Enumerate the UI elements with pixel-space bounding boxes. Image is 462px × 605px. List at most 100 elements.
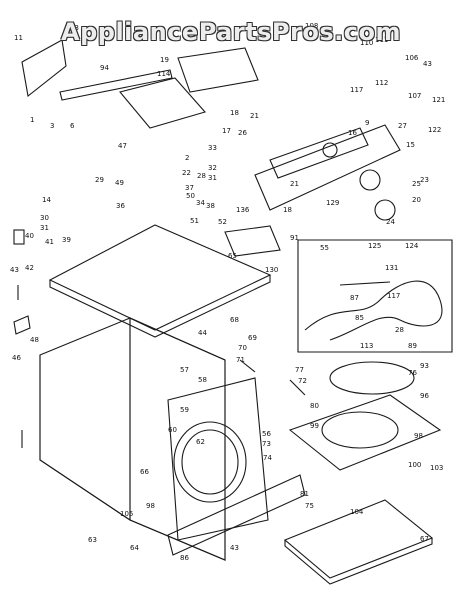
part-number-label: 24 xyxy=(386,218,395,226)
part-number-label: 36 xyxy=(116,202,125,210)
part-number-label: 122 xyxy=(428,126,441,134)
cabinet-front xyxy=(129,317,226,561)
part-number-label: 39 xyxy=(62,236,71,244)
part-number-label: 106 xyxy=(405,54,419,62)
front-panel xyxy=(167,377,269,541)
part-number-label: 17 xyxy=(222,127,231,135)
part-number-label: 32 xyxy=(208,164,217,172)
part-number-label: 87 xyxy=(350,294,359,302)
part-number-label: 77 xyxy=(295,366,304,374)
part-number-label: 130 xyxy=(265,266,278,274)
door-seal xyxy=(181,429,239,495)
part-number-label: 125 xyxy=(368,242,381,250)
leader-line xyxy=(289,379,306,396)
part-number-label: 28 xyxy=(197,172,206,180)
part-number-label: 25 xyxy=(412,180,421,188)
part-number-label: 43 xyxy=(230,544,239,552)
part-number-label: 111 xyxy=(375,36,388,44)
lid-gasket xyxy=(329,361,415,395)
part-number-label: 21 xyxy=(250,112,259,120)
part-number-label: 73 xyxy=(262,440,271,448)
part-number-label: 30 xyxy=(40,214,49,222)
console-endcap xyxy=(21,39,67,98)
part-number-label: 75 xyxy=(305,502,314,510)
part-number-label: 105 xyxy=(120,510,133,518)
harness-callout-box xyxy=(297,239,453,353)
console-face xyxy=(269,127,369,179)
part-number-label: 117 xyxy=(387,292,400,300)
part-number-label: 72 xyxy=(298,377,307,385)
part-number-label: 18 xyxy=(230,109,239,117)
part-number-label: 131 xyxy=(385,264,398,272)
part-number-label: 71 xyxy=(236,356,245,364)
part-number-label: 136 xyxy=(236,206,250,214)
part-number-label: 27 xyxy=(398,122,407,130)
top-cover xyxy=(288,394,442,471)
part-number-label: 113 xyxy=(360,342,373,350)
part-number-label: 23 xyxy=(420,176,429,184)
part-number-label: 43 xyxy=(70,24,79,32)
part-number-label: 34 xyxy=(196,199,205,207)
leader-line xyxy=(339,281,391,286)
timer-bracket xyxy=(119,77,206,129)
part-number-label: 93 xyxy=(420,362,429,370)
part-number-label: 104 xyxy=(350,508,364,516)
part-number-label: 98 xyxy=(414,432,423,440)
part-number-label: 28 xyxy=(395,326,404,334)
part-number-label: 43 xyxy=(10,266,19,274)
console-rail xyxy=(59,69,173,101)
vent-grille xyxy=(224,225,281,257)
part-number-label: 20 xyxy=(412,196,421,204)
console-knob xyxy=(359,169,381,191)
part-number-label: 43 xyxy=(423,60,432,68)
part-number-label: 81 xyxy=(300,490,309,498)
control-console xyxy=(254,124,401,211)
part-number-label: 124 xyxy=(405,242,419,250)
part-number-label: 40 xyxy=(25,232,34,240)
part-number-label: 110 xyxy=(360,39,373,47)
part-number-label: 76 xyxy=(408,369,417,377)
part-number-label: 121 xyxy=(432,96,445,104)
part-number-label: 18 xyxy=(283,206,292,214)
part-number-label: 69 xyxy=(248,334,257,342)
part-number-label: 68 xyxy=(230,316,239,324)
lid-edge xyxy=(284,538,433,585)
part-number-label: 56 xyxy=(262,430,271,438)
part-number-label: 2 xyxy=(185,154,189,162)
part-number-label: 31 xyxy=(208,174,217,182)
part-number-label: 64 xyxy=(130,544,139,552)
part-number-label: 26 xyxy=(238,129,247,137)
part-number-label: 3 xyxy=(50,122,54,130)
part-number-label: 70 xyxy=(238,344,247,352)
part-number-label: 99 xyxy=(310,422,319,430)
part-number-label: 52 xyxy=(218,218,227,226)
part-number-label: 1 xyxy=(30,116,34,124)
part-number-label: 50 xyxy=(186,192,195,200)
part-number-label: 80 xyxy=(310,402,319,410)
part-number-label: 65 xyxy=(228,252,237,260)
part-number-label: 114 xyxy=(157,70,171,78)
part-number-label: 46 xyxy=(12,354,21,362)
part-number-label: 85 xyxy=(355,314,364,322)
part-number-label: 62 xyxy=(196,438,205,446)
part-number-label: 14 xyxy=(42,196,51,204)
part-number-label: 29 xyxy=(95,176,104,184)
part-number-label: 38 xyxy=(206,202,215,210)
part-number-label: 58 xyxy=(198,376,207,384)
cabinet-top-edge xyxy=(49,275,271,338)
console-knob xyxy=(374,199,396,221)
part-number-label: 22 xyxy=(182,169,191,177)
part-number-label: 107 xyxy=(408,92,421,100)
part-number-label: 100 xyxy=(408,461,421,469)
part-number-label: 98 xyxy=(146,502,155,510)
part-number-label: 63 xyxy=(88,536,97,544)
part-number-label: 21 xyxy=(290,180,299,188)
watermark-text: AppliancePartsPros.com xyxy=(61,18,401,46)
cabinet-top xyxy=(48,224,272,331)
part-number-label: 66 xyxy=(140,468,149,476)
part-number-label: 11 xyxy=(14,34,23,42)
part-number-label: 60 xyxy=(168,426,177,434)
part-number-label: 91 xyxy=(290,234,299,242)
